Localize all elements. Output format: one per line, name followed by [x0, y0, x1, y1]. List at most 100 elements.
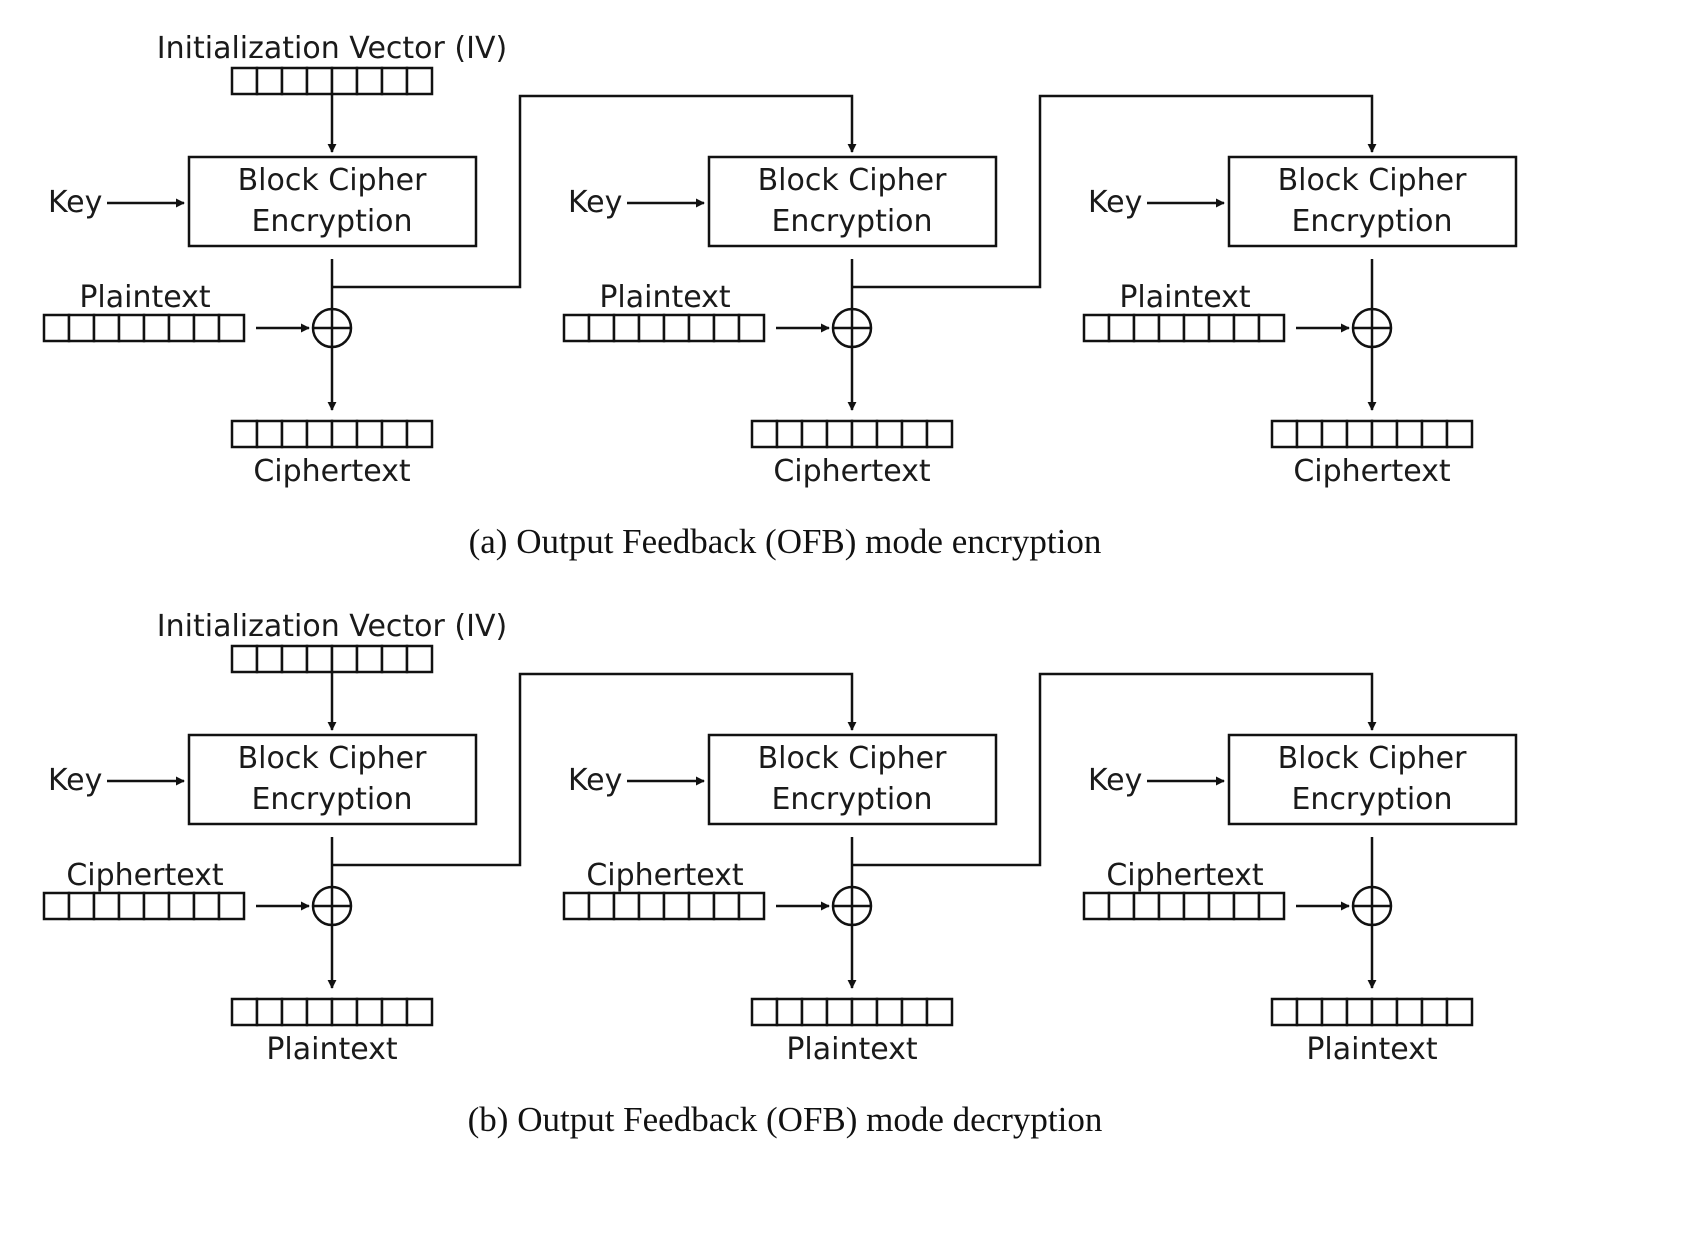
- register-cell: [280, 644, 309, 674]
- register-cell: [1082, 891, 1111, 921]
- register-cell: [1257, 891, 1286, 921]
- block-cipher-box: [187, 733, 478, 826]
- register-cell: [167, 313, 196, 343]
- input-label: Ciphertext: [66, 858, 224, 893]
- output-register: [230, 419, 434, 449]
- block-cipher-box: [1227, 733, 1518, 826]
- register-cell: [1082, 313, 1111, 343]
- iv-register: [230, 66, 434, 96]
- register-cell: [1232, 313, 1261, 343]
- register-cell: [305, 66, 334, 96]
- register-cell: [1295, 997, 1324, 1027]
- register-cell: [42, 313, 71, 343]
- register-cell: [355, 419, 384, 449]
- register-cell: [1345, 419, 1374, 449]
- key-label: Key: [48, 185, 102, 220]
- register-cell: [255, 997, 284, 1027]
- xor-icon: [311, 307, 353, 349]
- block-cipher-label: Block Cipher: [1278, 163, 1467, 198]
- register-cell: [1270, 419, 1299, 449]
- register-cell: [1420, 997, 1449, 1027]
- register-cell: [562, 891, 591, 921]
- register-cell: [405, 644, 434, 674]
- xor-icon: [1351, 885, 1393, 927]
- input-register: [562, 313, 766, 343]
- register-cell: [1132, 891, 1161, 921]
- register-cell: [355, 644, 384, 674]
- register-cell: [775, 997, 804, 1027]
- register-cell: [405, 419, 434, 449]
- encryption-label: Encryption: [771, 782, 932, 817]
- register-cell: [192, 313, 221, 343]
- register-cell: [255, 644, 284, 674]
- output-register: [750, 997, 954, 1027]
- register-cell: [850, 419, 879, 449]
- input-label: Ciphertext: [1106, 858, 1264, 893]
- block-cipher-label: Block Cipher: [238, 741, 427, 776]
- register-cell: [330, 419, 359, 449]
- register-cell: [405, 66, 434, 96]
- encryption-label: Encryption: [1291, 204, 1452, 239]
- panel-caption: (b) Output Feedback (OFB) mode decryptio…: [468, 1100, 1103, 1139]
- feedback-arrow: [852, 94, 1377, 289]
- register-cell: [280, 66, 309, 96]
- register-cell: [355, 66, 384, 96]
- output-register: [750, 419, 954, 449]
- register-cell: [92, 891, 121, 921]
- block-cipher-box: [187, 155, 478, 248]
- register-cell: [1182, 313, 1211, 343]
- register-cell: [1132, 313, 1161, 343]
- register-cell: [230, 997, 259, 1027]
- register-cell: [1395, 997, 1424, 1027]
- register-cell: [305, 644, 334, 674]
- register-cell: [230, 644, 259, 674]
- register-cell: [1257, 313, 1286, 343]
- output-register: [1270, 997, 1474, 1027]
- output-label: Plaintext: [266, 1032, 398, 1067]
- feedback-arrow: [852, 672, 1377, 867]
- xor-icon: [1351, 307, 1393, 349]
- register-cell: [737, 313, 766, 343]
- register-cell: [875, 419, 904, 449]
- input-register: [42, 891, 246, 921]
- block-cipher-label: Block Cipher: [238, 163, 427, 198]
- encryption-label: Encryption: [251, 782, 412, 817]
- register-cell: [42, 891, 71, 921]
- register-cell: [405, 997, 434, 1027]
- register-cell: [1395, 419, 1424, 449]
- iv-register: [230, 644, 434, 674]
- register-cell: [280, 419, 309, 449]
- register-cell: [712, 313, 741, 343]
- register-cell: [230, 419, 259, 449]
- register-cell: [305, 997, 334, 1027]
- register-cell: [355, 997, 384, 1027]
- block-cipher-label: Block Cipher: [1278, 741, 1467, 776]
- register-cell: [800, 419, 829, 449]
- output-register: [1270, 419, 1474, 449]
- register-cell: [67, 891, 96, 921]
- output-label: Plaintext: [1306, 1032, 1438, 1067]
- register-cell: [1270, 997, 1299, 1027]
- register-cell: [1107, 891, 1136, 921]
- panel-caption: (a) Output Feedback (OFB) mode encryptio…: [469, 522, 1102, 561]
- encryption-label: Encryption: [251, 204, 412, 239]
- register-cell: [900, 419, 929, 449]
- register-cell: [712, 891, 741, 921]
- register-cell: [1207, 891, 1236, 921]
- register-cell: [192, 891, 221, 921]
- register-cell: [1107, 313, 1136, 343]
- register-cell: [587, 313, 616, 343]
- iv-label: Initialization Vector (IV): [157, 31, 507, 66]
- register-cell: [925, 419, 954, 449]
- output-label: Ciphertext: [773, 454, 931, 489]
- register-cell: [255, 66, 284, 96]
- register-cell: [305, 419, 334, 449]
- block-cipher-box: [1227, 155, 1518, 248]
- register-cell: [750, 419, 779, 449]
- block-cipher-label: Block Cipher: [758, 163, 947, 198]
- register-cell: [330, 997, 359, 1027]
- register-cell: [330, 66, 359, 96]
- encryption-label: Encryption: [771, 204, 932, 239]
- register-cell: [217, 891, 246, 921]
- register-cell: [825, 419, 854, 449]
